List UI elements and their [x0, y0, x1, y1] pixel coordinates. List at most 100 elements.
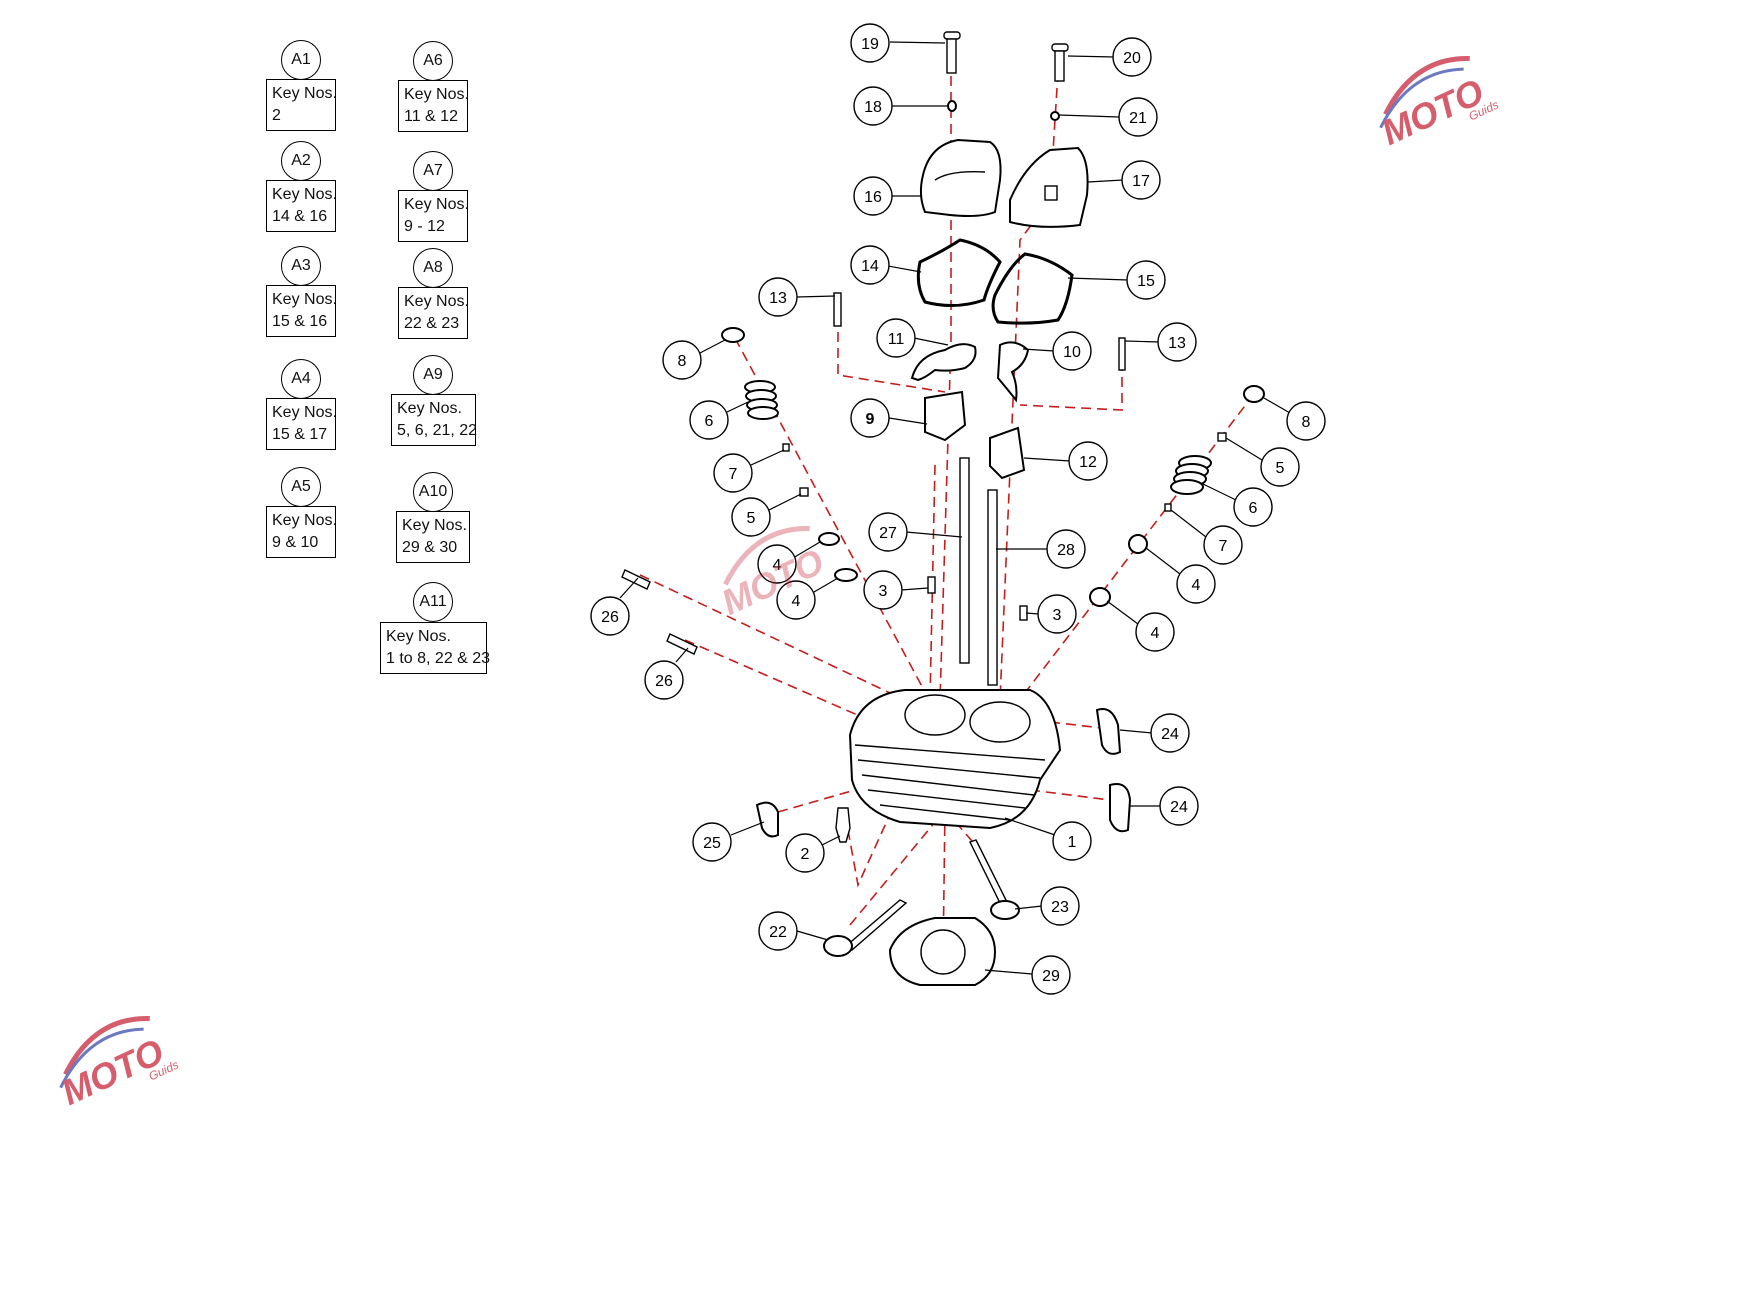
callout-13: 13 — [1157, 322, 1197, 362]
kit-key-numbers: 1 to 8, 22 & 23 — [386, 650, 491, 667]
svg-text:6: 6 — [1249, 500, 1258, 517]
rocker-block-part — [989, 426, 1026, 480]
seal-part — [1164, 503, 1172, 512]
svg-text:8: 8 — [678, 353, 687, 370]
callout-5: 5 — [731, 497, 771, 537]
svg-text:6: 6 — [705, 413, 714, 430]
washer-part — [818, 532, 840, 546]
parts — [621, 31, 1265, 986]
bolt-part — [1051, 43, 1069, 82]
callout-28: 28 — [1046, 529, 1086, 569]
kit-key-label: Key Nos. — [272, 186, 337, 203]
callout-11: 11 — [876, 318, 916, 358]
callout-18: 18 — [853, 86, 893, 126]
kit-key-label: Key Nos. — [397, 400, 462, 417]
kit-id-circle: A7 — [413, 151, 453, 191]
washer-part — [1089, 587, 1111, 607]
callout-19: 19 — [850, 23, 890, 63]
svg-text:29: 29 — [1042, 968, 1060, 985]
callout-13: 13 — [758, 277, 798, 317]
valve-part — [969, 839, 1020, 920]
svg-text:3: 3 — [879, 583, 888, 600]
kit-key-box: Key Nos. 9 & 10 — [266, 506, 337, 558]
kit-key-box: Key Nos. 22 & 23 — [398, 287, 469, 339]
callout-15: 15 — [1126, 260, 1166, 300]
svg-text:3: 3 — [1053, 607, 1062, 624]
svg-text:8: 8 — [1302, 414, 1311, 431]
svg-text:9: 9 — [866, 411, 875, 428]
svg-text:27: 27 — [879, 525, 897, 542]
svg-text:4: 4 — [773, 557, 782, 574]
kit-key-box: Key Nos. 14 & 16 — [266, 180, 337, 232]
kit-key-numbers: 15 & 16 — [272, 313, 328, 330]
kit-key-box: Key Nos. 15 & 17 — [266, 398, 337, 450]
valve-spring-part — [1170, 455, 1212, 495]
kit-id-circle: A4 — [281, 359, 321, 399]
watermark-logo: MOTO Guids — [55, 1015, 181, 1113]
svg-text:21: 21 — [1129, 110, 1147, 127]
svg-text:2: 2 — [801, 846, 810, 863]
callout-5: 5 — [1260, 447, 1300, 487]
pushrod-part — [987, 489, 998, 686]
svg-text:10: 10 — [1063, 344, 1081, 361]
svg-text:5: 5 — [747, 510, 756, 527]
callout-26: 26 — [644, 660, 684, 700]
kit-key-numbers: 9 - 12 — [404, 218, 445, 235]
kit-key-box: Key Nos. 5, 6, 21, 22 — [391, 394, 478, 446]
dowel-part — [1019, 605, 1028, 621]
callout-1: 1 — [1052, 821, 1092, 861]
kit-id-circle: A10 — [413, 472, 453, 512]
kit-key-numbers: 5, 6, 21, 22 — [397, 422, 478, 439]
callout-2: 2 — [785, 833, 825, 873]
rocker-arm-part — [996, 341, 1030, 403]
o-ring-part — [947, 100, 957, 112]
svg-text:25: 25 — [703, 835, 721, 852]
callout-26: 26 — [590, 596, 630, 636]
svg-text:12: 12 — [1079, 454, 1097, 471]
valve-spring-part — [744, 380, 779, 420]
valve-part — [823, 899, 908, 957]
kit-key-numbers: 22 & 23 — [404, 315, 460, 332]
svg-text:28: 28 — [1057, 542, 1075, 559]
callout-3: 3 — [863, 570, 903, 610]
rocker-arm-part — [910, 343, 977, 382]
svg-text:23: 23 — [1051, 899, 1069, 916]
callout-16: 16 — [853, 176, 893, 216]
spring-cap-part — [721, 327, 745, 343]
stud-part — [666, 633, 698, 655]
svg-text:24: 24 — [1161, 726, 1179, 743]
bolt-part — [833, 292, 842, 327]
callout-4: 4 — [776, 580, 816, 620]
kit-id-circle: A6 — [413, 41, 453, 81]
callout-4: 4 — [1176, 564, 1216, 604]
callout-4: 4 — [757, 544, 797, 584]
kit-key-numbers: 29 & 30 — [402, 539, 458, 556]
svg-text:26: 26 — [655, 673, 673, 690]
kit-key-box: Key Nos. 9 - 12 — [398, 190, 469, 242]
gasket-right-part — [991, 252, 1074, 325]
svg-text:1: 1 — [1068, 834, 1077, 851]
callout-8: 8 — [662, 340, 702, 380]
kit-key-numbers: 11 & 12 — [404, 108, 458, 125]
kit-key-numbers: 2 — [272, 107, 281, 124]
watermark-logo: MOTO Guids — [1375, 55, 1501, 153]
kit-key-numbers: 15 & 17 — [272, 426, 328, 443]
kit-key-box: Key Nos. 1 to 8, 22 & 23 — [380, 622, 491, 674]
dowel-part — [927, 576, 936, 594]
kit-id-circle: A3 — [281, 246, 321, 286]
rocker-block-part — [924, 390, 967, 442]
callout-12: 12 — [1068, 441, 1108, 481]
cylinder-head-part — [848, 689, 1062, 830]
svg-text:5: 5 — [1276, 460, 1285, 477]
kit-key-box: Key Nos. 29 & 30 — [396, 511, 470, 563]
bolt-part — [1118, 337, 1126, 371]
kit-key-numbers: 14 & 16 — [272, 208, 328, 225]
kit-key-box: Key Nos. 15 & 16 — [266, 285, 337, 337]
callout-27: 27 — [868, 512, 908, 552]
kit-key-label: Key Nos. — [272, 404, 337, 421]
collet-part — [1217, 432, 1227, 442]
callout-14: 14 — [850, 245, 890, 285]
callout-24: 24 — [1159, 786, 1199, 826]
callout-21: 21 — [1118, 97, 1158, 137]
fin-damper-part — [1095, 708, 1122, 755]
